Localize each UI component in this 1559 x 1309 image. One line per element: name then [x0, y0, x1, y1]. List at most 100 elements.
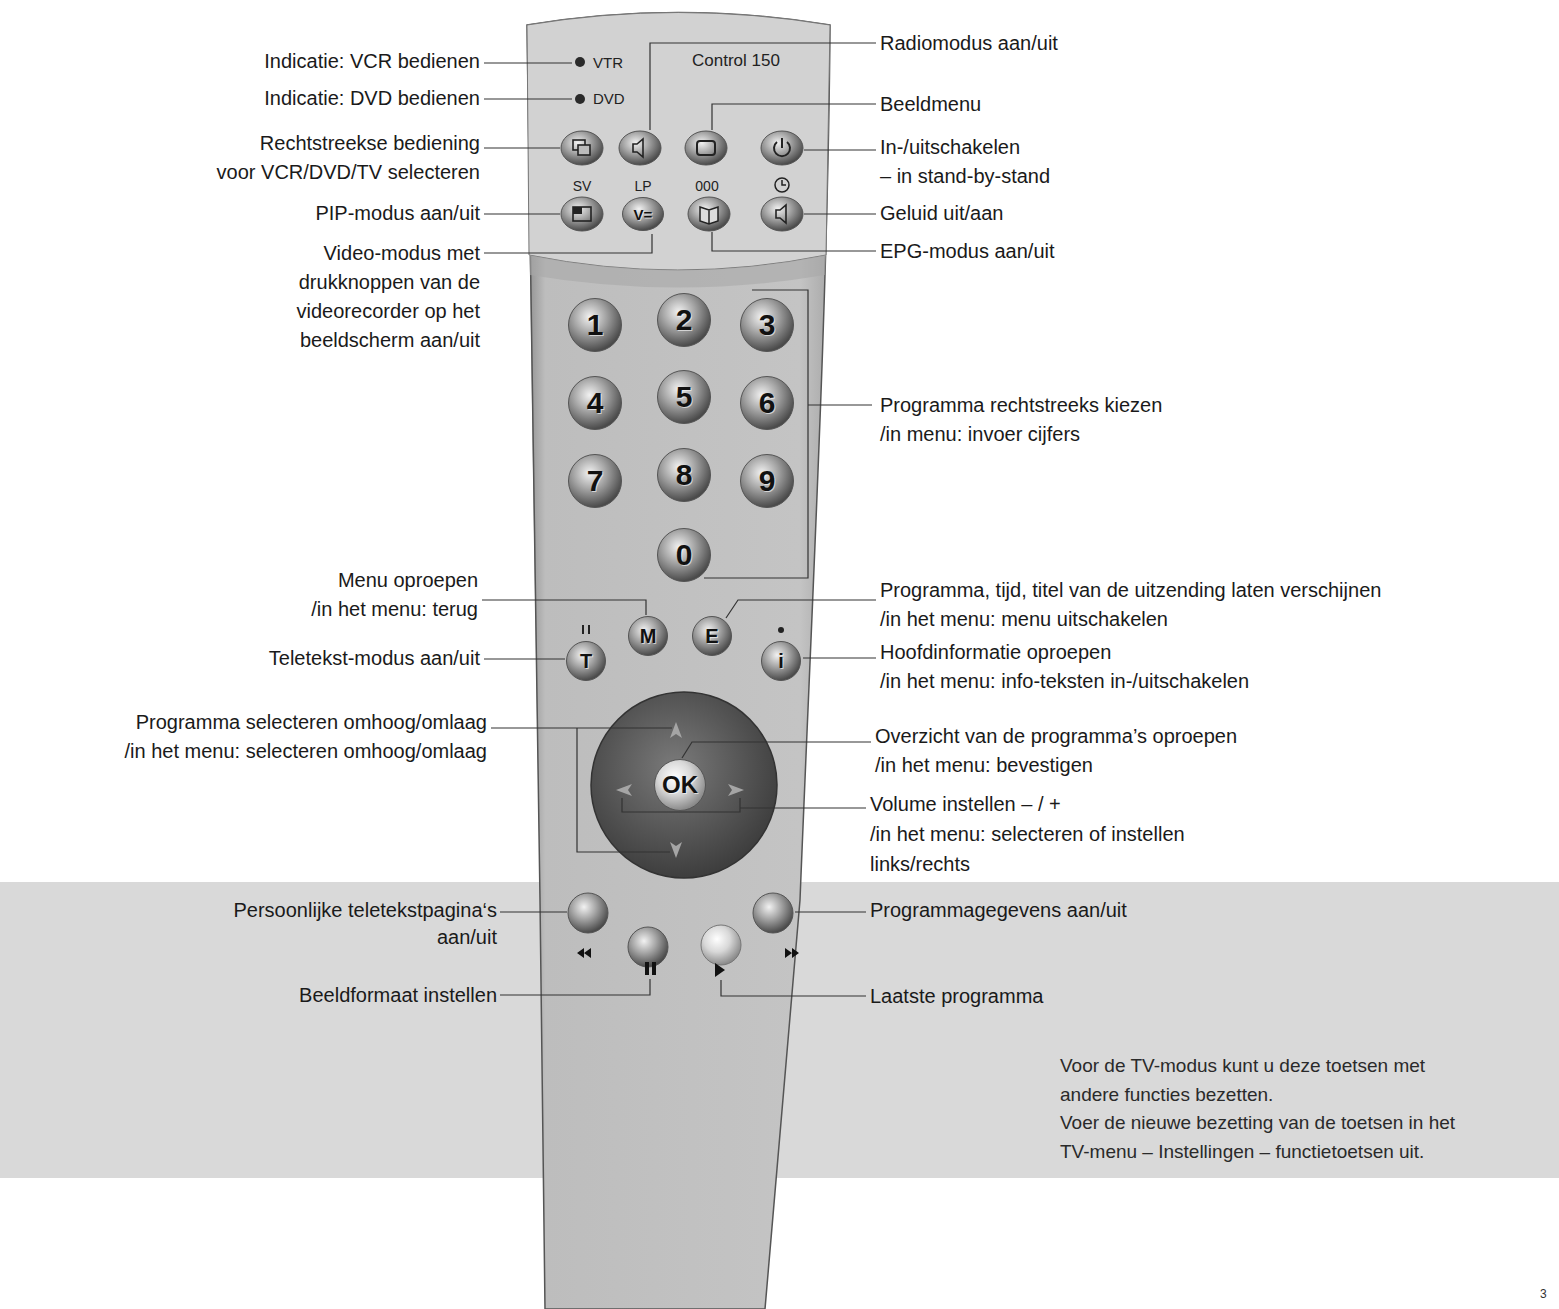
pip-icon — [573, 207, 582, 214]
clock-hands — [782, 180, 786, 185]
leader-line — [484, 234, 652, 253]
callout-label: Volume instellen – / + /in het menu: sel… — [870, 789, 1185, 879]
button-outline — [629, 617, 668, 656]
remote-button: V= — [622, 197, 664, 231]
speaker-icon — [633, 139, 643, 157]
callout-label: Overzicht van de programma’s oproepen /i… — [875, 722, 1237, 780]
yellow-button — [701, 925, 741, 965]
leader-line — [484, 658, 565, 659]
panel-edge-shade — [529, 255, 826, 288]
pause-icon — [645, 962, 656, 975]
remote-button: 5 — [657, 370, 711, 424]
arrow-up — [670, 722, 682, 738]
button-label: 0 — [676, 540, 693, 570]
rewind-icon — [577, 948, 591, 958]
clock-icon — [775, 178, 789, 192]
callout-label: Beeldformaat instellen — [299, 981, 497, 1010]
remote-button: 9 — [740, 454, 794, 508]
leader-line — [484, 213, 560, 214]
remote-button: OK — [654, 759, 706, 811]
button-outline — [762, 642, 801, 681]
remote-marking: 000 — [695, 178, 718, 195]
button-outline — [655, 760, 706, 811]
dvd-led — [575, 94, 585, 104]
vtr-led — [575, 57, 585, 67]
leader-line — [650, 43, 876, 130]
callout-label: Beeldmenu — [880, 90, 981, 119]
remote-button: E — [692, 616, 732, 656]
callout-label: Programmagegevens aan/uit — [870, 896, 1127, 925]
remote-button: T — [566, 641, 606, 681]
remote-marking: LP — [634, 178, 651, 195]
picture-icon — [697, 141, 715, 155]
button-label: E — [705, 626, 718, 646]
remote-button: 1 — [568, 298, 622, 352]
epg-button — [688, 197, 730, 231]
remote-body — [527, 13, 830, 1309]
callout-label: Hoofdinformatie oproepen /in het menu: i… — [880, 638, 1249, 696]
button-outline — [567, 642, 606, 681]
page-number: 3 — [1540, 1287, 1547, 1301]
epg-book-icon — [700, 207, 718, 224]
button-label: M — [640, 626, 657, 646]
forward-icon — [785, 948, 799, 958]
callout-label: Menu oproepen /in het menu: terug — [311, 566, 478, 624]
leader-line — [482, 600, 646, 615]
remote-button: i — [761, 641, 801, 681]
button-label: T — [580, 651, 592, 671]
button-outline — [569, 299, 622, 352]
play-icon — [715, 963, 725, 977]
leader-line — [491, 728, 672, 852]
button-label: 6 — [759, 388, 776, 418]
source-icon — [578, 145, 590, 155]
radio-button — [619, 131, 661, 165]
leader-line — [500, 979, 650, 995]
button-label: i — [778, 651, 784, 671]
remote-marking: DVD — [593, 90, 625, 108]
leader-line — [682, 742, 871, 758]
picture-menu-button — [685, 131, 727, 165]
leader-bracket — [704, 290, 872, 578]
button-outline — [741, 455, 794, 508]
remote-button: M — [628, 616, 668, 656]
callout-label: Indicatie: VCR bedienen — [264, 47, 480, 76]
arrow-left — [616, 784, 632, 796]
leader-line — [484, 98, 572, 99]
remote-button: 0 — [657, 528, 711, 582]
callout-label: Radiomodus aan/uit — [880, 29, 1058, 58]
button-outline — [569, 455, 622, 508]
button-outline — [658, 294, 711, 347]
remote-button: 7 — [568, 454, 622, 508]
callout-label: Persoonlijke teletekstpagina‘s aan/uit — [234, 897, 498, 951]
callout-label: Teletekst-modus aan/uit — [269, 644, 480, 673]
remote-marking: SV — [573, 178, 592, 195]
arrow-down — [670, 842, 682, 858]
button-label: 5 — [676, 382, 693, 412]
button-label: 1 — [587, 310, 604, 340]
navigation-pad — [591, 692, 777, 878]
callout-label: Rechtstreekse bediening voor VCR/DVD/TV … — [217, 129, 480, 187]
button-label: OK — [662, 773, 698, 797]
arrow-right — [728, 784, 744, 796]
leader-line — [721, 980, 866, 996]
button-outline — [658, 449, 711, 502]
button-label: 4 — [587, 388, 604, 418]
leader-line — [484, 147, 560, 148]
leader-line — [484, 62, 572, 63]
note-text: Voer de nieuwe bezetting van de toetsen … — [1060, 1108, 1455, 1166]
button-label: 3 — [759, 310, 776, 340]
mute-button — [761, 197, 803, 231]
button-label: 2 — [676, 305, 693, 335]
callout-label: EPG-modus aan/uit — [880, 237, 1055, 266]
red-button — [568, 893, 608, 933]
leader-line — [804, 213, 876, 214]
leader-line — [712, 232, 876, 251]
button-outline — [741, 377, 794, 430]
pause-mark — [583, 625, 589, 634]
button-label: V= — [634, 207, 653, 222]
leader-line — [804, 149, 876, 150]
callout-label: Geluid uit/aan — [880, 199, 1003, 228]
power-icon — [774, 138, 790, 156]
callout-label: Laatste programma — [870, 982, 1043, 1011]
